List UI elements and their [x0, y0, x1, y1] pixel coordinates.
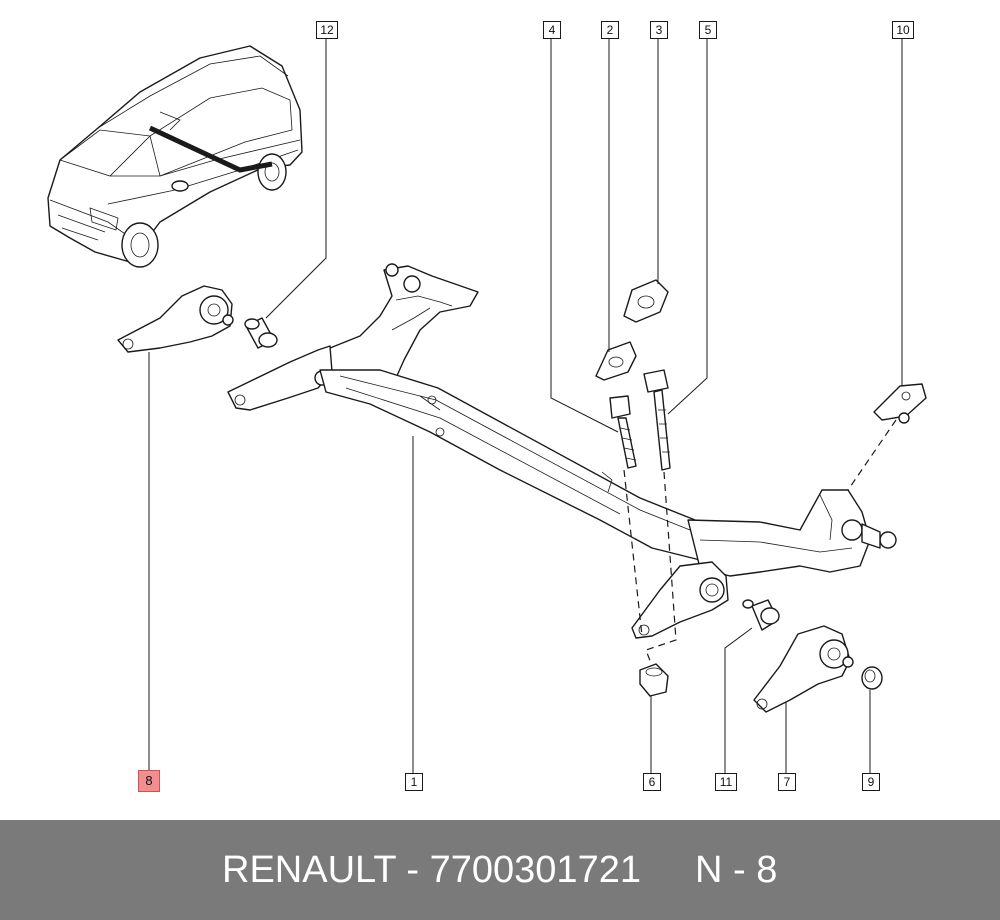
plate-part-2: [595, 341, 637, 381]
part-number-footer: RENAULT - 7700301721 N - 8: [0, 820, 1000, 920]
bush-part-11: [742, 599, 780, 631]
bracket-part-8: [117, 285, 234, 353]
callout-9: 9: [862, 773, 880, 791]
callout-5: 5: [699, 21, 717, 39]
callout-10: 10: [892, 21, 914, 39]
plate-part-3: [623, 279, 669, 323]
rear-axle-exploded-diagram: [47, 37, 927, 782]
callout-8-highlighted: 8: [138, 770, 160, 792]
axle-beam: [227, 263, 897, 639]
bracket-part-7: [753, 625, 854, 713]
callout-3: 3: [650, 21, 668, 39]
vehicle-illustration: [47, 45, 303, 268]
nut-part-6: [639, 663, 669, 697]
callout-2: 2: [601, 21, 619, 39]
part-number-text: RENAULT - 7700301721: [222, 849, 641, 891]
callout-4: 4: [543, 21, 561, 39]
callout-7: 7: [778, 773, 796, 791]
callout-1: 1: [405, 773, 423, 791]
leader-lines: [148, 37, 903, 782]
callout-12: 12: [316, 21, 338, 39]
stop-part-10: [873, 383, 927, 424]
cap-part-9: [861, 666, 883, 690]
callout-6: 6: [643, 773, 661, 791]
callout-11: 11: [715, 773, 737, 791]
reference-number-text: N - 8: [695, 849, 778, 891]
bush-part-12: [244, 317, 278, 349]
bolt-part-5: [643, 369, 671, 471]
bolt-part-4: [609, 395, 637, 469]
